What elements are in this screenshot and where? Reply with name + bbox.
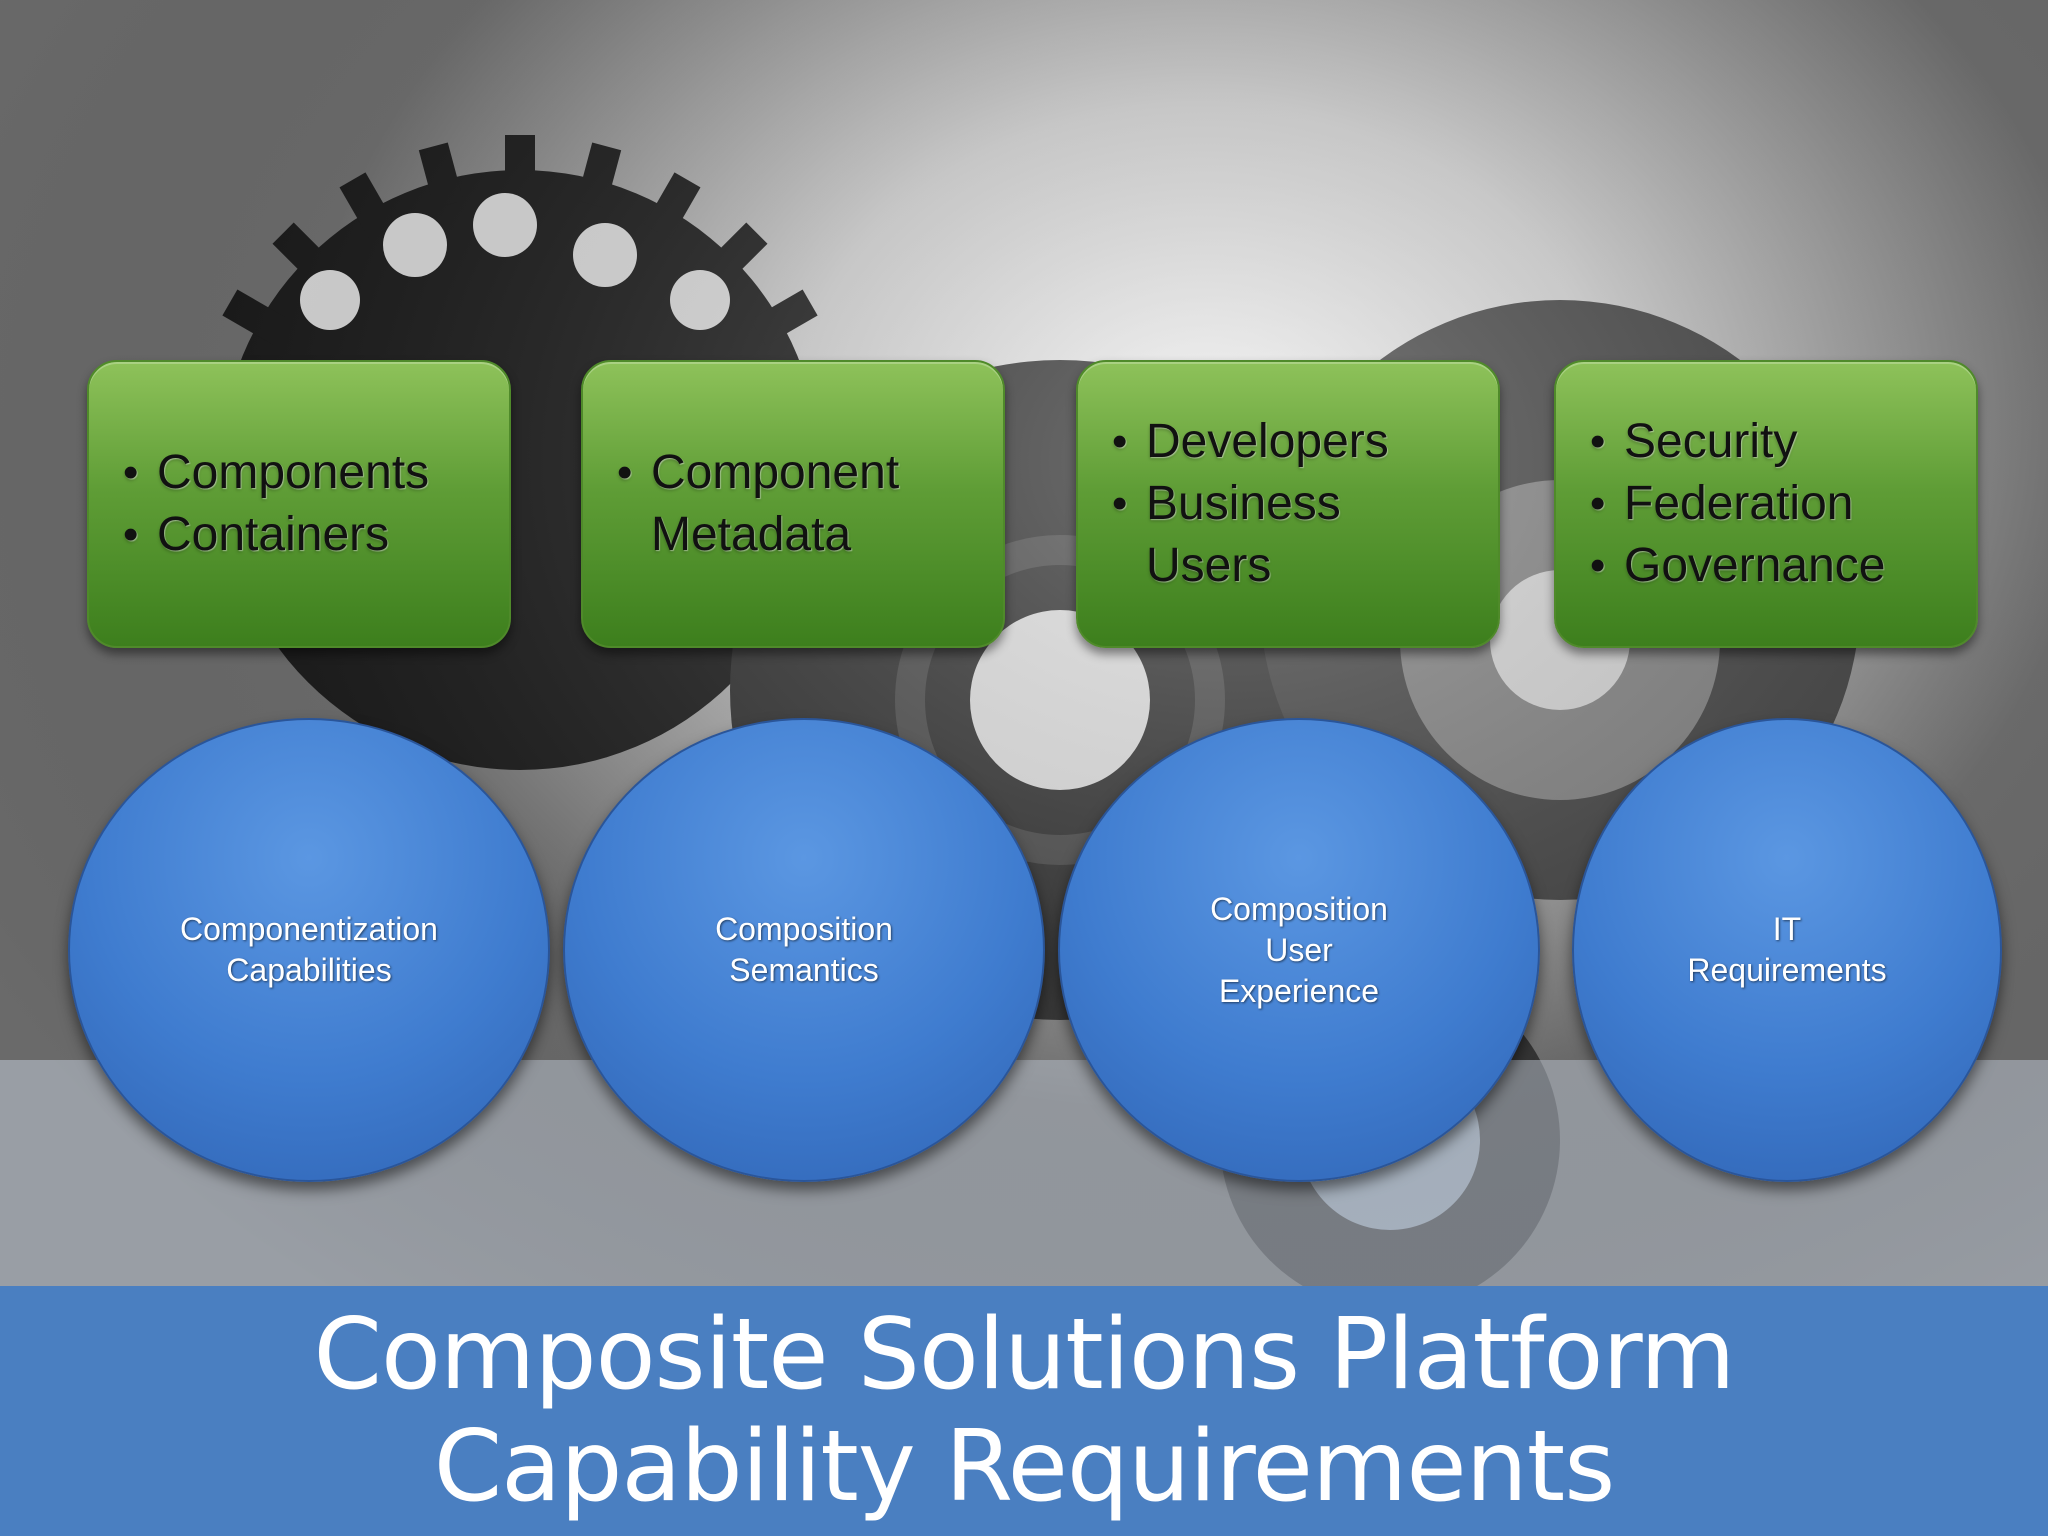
slide-title: Composite Solutions Platform Capability … <box>313 1298 1736 1524</box>
capability-circle-2: Composition Semantics <box>563 718 1045 1182</box>
bullet-item: Developers <box>1112 411 1482 473</box>
green-box-3: Developers Business Users <box>1076 360 1500 648</box>
green-box-1: Components Containers <box>87 360 511 648</box>
bullet-item: Components <box>123 442 493 504</box>
bullet-item: Containers <box>123 504 493 566</box>
capability-circle-1: Componentization Capabilities <box>68 718 550 1182</box>
green-box-2: Component Metadata <box>581 360 1005 648</box>
capability-circle-3: Composition User Experience <box>1058 718 1540 1182</box>
title-bar: Composite Solutions Platform Capability … <box>0 1286 2048 1536</box>
capability-label: Composition User Experience <box>1210 890 1388 1009</box>
bullet-item: Security <box>1590 411 1960 473</box>
capability-label: IT Requirements <box>1687 911 1887 988</box>
green-box-4: Security Federation Governance <box>1554 360 1978 648</box>
capability-circle-4: IT Requirements <box>1572 718 2002 1182</box>
capability-label: Componentization Capabilities <box>180 911 438 988</box>
bullet-item: Federation <box>1590 473 1960 535</box>
capability-label: Composition Semantics <box>715 911 893 988</box>
bullet-item: Business Users <box>1112 473 1406 597</box>
bullet-item: Governance <box>1590 535 1960 597</box>
bullet-item: Component Metadata <box>617 442 951 566</box>
